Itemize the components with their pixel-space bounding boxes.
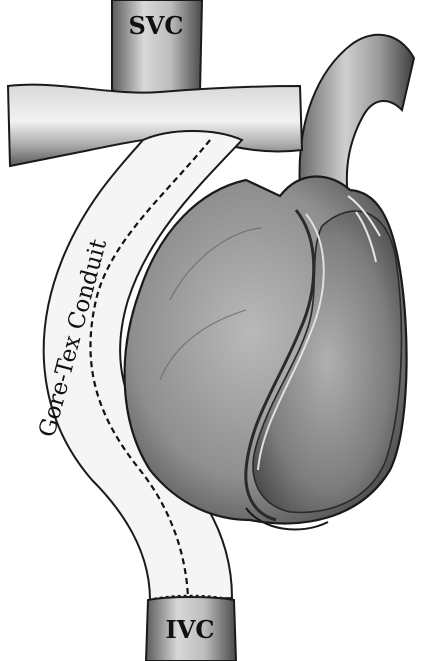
svc-label: SVC — [128, 11, 183, 40]
ivc-label: IVC — [166, 615, 215, 644]
